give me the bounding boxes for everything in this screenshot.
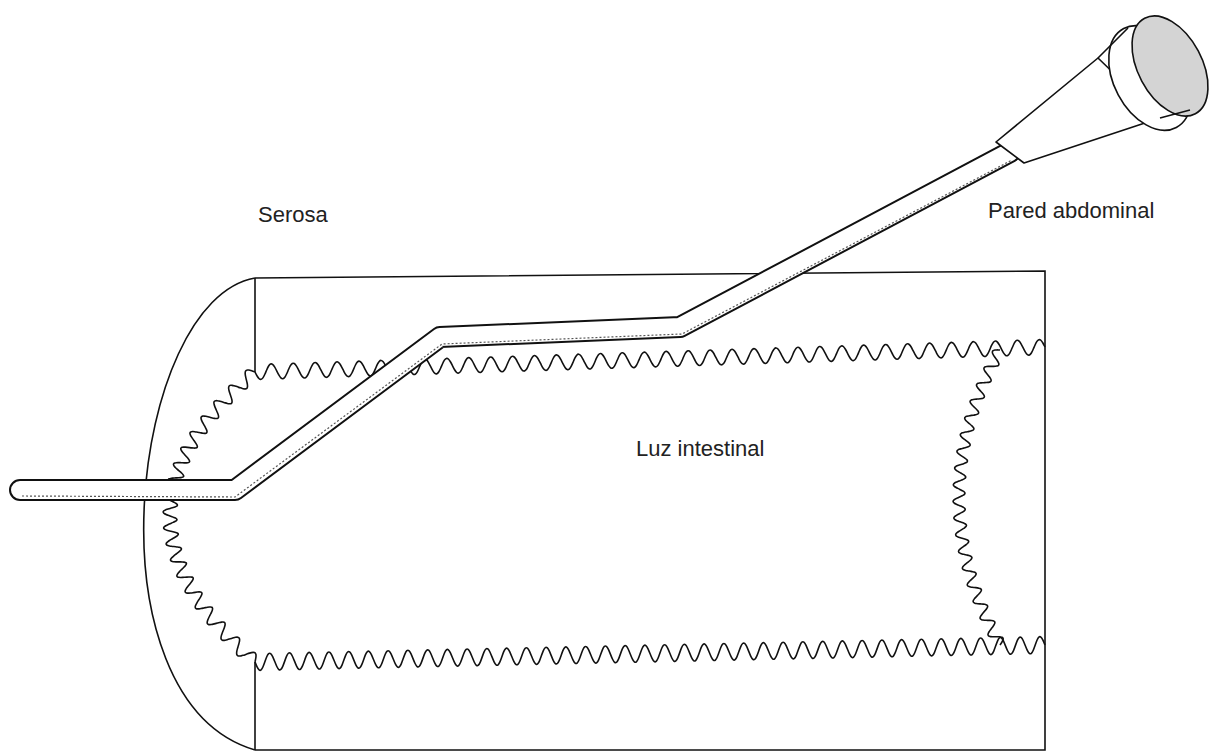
hub-edge <box>1098 28 1190 118</box>
mucosa-fold <box>255 637 1045 671</box>
intestine-wall <box>144 271 1045 750</box>
catheter <box>20 3 1224 497</box>
serosa-outline <box>255 271 1045 750</box>
part-label: Serosa <box>258 202 328 228</box>
part-label: Luz intestinal <box>636 436 764 462</box>
part-label: Pared abdominal <box>988 198 1154 224</box>
mucosa-fold <box>163 370 256 662</box>
tube-outline <box>20 152 1010 490</box>
hub-cap <box>1116 3 1223 128</box>
serosa-end <box>144 278 255 750</box>
tube-body <box>20 152 1010 490</box>
mucosa <box>163 340 1045 671</box>
wall-section <box>254 278 256 372</box>
mucosa-fold <box>953 350 1003 645</box>
wall-section <box>254 662 256 750</box>
tube-shading <box>22 160 1012 497</box>
